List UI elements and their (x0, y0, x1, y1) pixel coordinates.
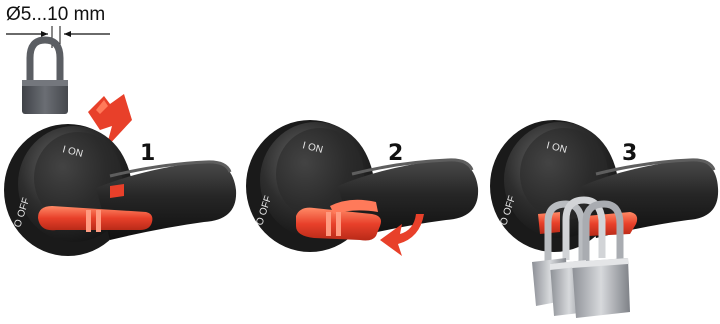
step-1: I ON O OFF 1 (4, 94, 236, 256)
step-number-3: 3 (622, 141, 637, 166)
step-number-1: 1 (140, 141, 155, 166)
dimension-label: Ø5...10 mm (6, 4, 105, 25)
handle-1 (4, 124, 236, 256)
step-2: I ON O OFF 2 (246, 120, 478, 256)
step-number-2: 2 (388, 141, 403, 166)
step-3: I ON O OFF 3 (490, 120, 718, 318)
handle-2 (246, 120, 478, 252)
padlock-icon (22, 40, 68, 114)
